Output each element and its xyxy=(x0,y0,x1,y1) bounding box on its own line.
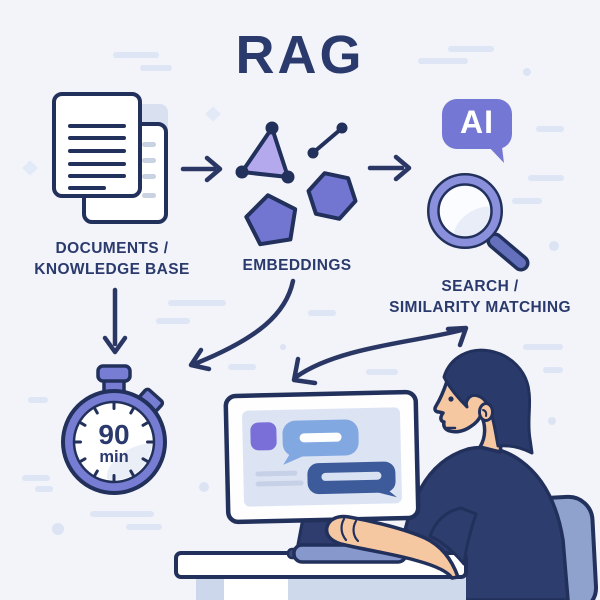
arrow-embeddings-to-scene xyxy=(188,278,296,372)
person-eye xyxy=(448,396,454,402)
person-arm-hand xyxy=(324,506,478,580)
label-search-line1: SEARCH / xyxy=(441,278,519,295)
arrow-embeddings-to-search xyxy=(367,154,412,182)
shirt-sleeve xyxy=(428,506,478,566)
page-title: RAG xyxy=(235,25,365,85)
label-documents-line2: KNOWLEDGE BASE xyxy=(34,260,190,278)
label-documents-line1: DOCUMENTS / xyxy=(55,240,169,257)
label-search: SEARCH / SIMILARITY MATCHING xyxy=(368,277,592,318)
ai-speech-bubble-icon xyxy=(442,99,512,163)
arrow-scene-to-search xyxy=(291,325,469,386)
stopwatch-unit: min xyxy=(99,448,129,466)
decor-diamonds xyxy=(22,106,221,176)
screen-avatar xyxy=(250,422,277,451)
stopwatch-icon xyxy=(61,364,167,495)
magnifier-icon xyxy=(427,173,530,272)
arrow-documents-to-stopwatch xyxy=(102,287,128,355)
label-embeddings: EMBEDDINGS xyxy=(217,256,377,277)
person-hair xyxy=(442,348,534,455)
label-search-line2: SIMILARITY MATCHING xyxy=(389,298,571,316)
label-documents: DOCUMENTS / KNOWLEDGE BASE xyxy=(12,239,212,280)
documents-stack-icon xyxy=(52,92,168,224)
decor-dots xyxy=(52,68,559,535)
arrow-documents-to-embeddings xyxy=(180,155,223,183)
decor-dashes xyxy=(22,46,564,530)
hand xyxy=(324,514,460,580)
ai-badge-text: AI xyxy=(460,104,494,140)
person-at-desk xyxy=(395,348,570,600)
label-embeddings-line1: EMBEDDINGS xyxy=(242,257,352,274)
stopwatch-value: 90 xyxy=(98,419,130,450)
vector-shapes-icon xyxy=(235,121,358,247)
